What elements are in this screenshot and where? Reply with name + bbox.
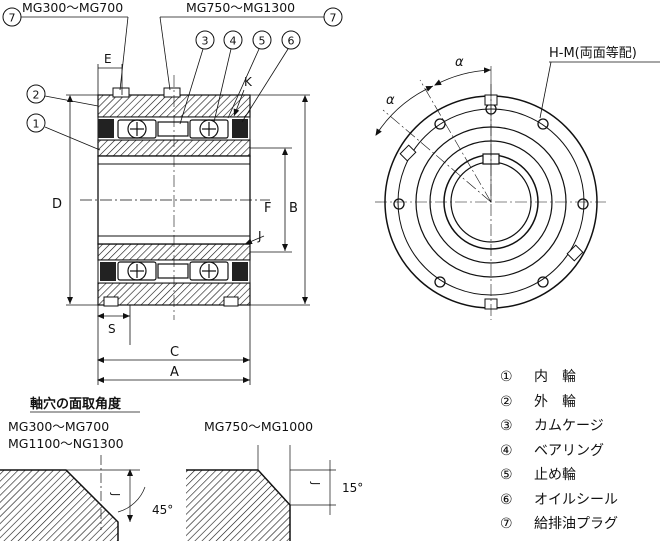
- alpha-label-top: α: [455, 55, 464, 70]
- oil-plug-left: [112, 87, 130, 98]
- legend-name: 外 輪: [534, 393, 576, 410]
- bolt-hole: [393, 198, 405, 210]
- legend-num: ②: [500, 393, 513, 410]
- legend-name: 給排油プラグ: [534, 516, 618, 532]
- svg-text:7: 7: [330, 12, 337, 25]
- svg-text:1: 1: [33, 118, 40, 131]
- oil-seal-right-top: [232, 119, 248, 138]
- bolt-hole: [577, 198, 589, 210]
- svg-text:7: 7: [9, 12, 16, 25]
- legend-num: ①: [500, 369, 513, 385]
- dim-f-label: F: [264, 201, 271, 216]
- svg-text:4: 4: [230, 35, 237, 48]
- oil-plug-center: [163, 87, 181, 98]
- legend-name: ベアリング: [534, 442, 604, 459]
- legend-item: ⑤ 止め輪: [500, 463, 650, 488]
- oil-seal-left-bottom: [100, 262, 116, 281]
- chamfer-left-angle: 45°: [152, 503, 173, 517]
- hm-label: H-M(両面等配): [549, 45, 637, 61]
- chamfer-right-angle: 15°: [342, 481, 363, 495]
- dim-b-label: B: [289, 201, 298, 216]
- legend-item: ③ カムケージ: [500, 414, 650, 439]
- oil-seal-right-bottom: [232, 262, 248, 281]
- legend-item: ② 外 輪: [500, 390, 650, 415]
- dim-j-label: J: [257, 229, 262, 243]
- legend-num: ③: [500, 418, 513, 434]
- parts-legend: ① 内 輪 ② 外 輪 ③ カムケージ ④ ベアリング ⑤ 止め輪 ⑥ オイルシール ⑦ 給排…: [500, 365, 650, 537]
- legend-item: ⑦ 給排油プラグ: [500, 512, 650, 537]
- section-view: D F B E K J S C A MG: [2, 0, 343, 385]
- plug-right: [566, 244, 584, 262]
- legend-name: カムケージ: [534, 418, 604, 434]
- dim-s-label: S: [108, 322, 116, 336]
- legend-item: ① 内 輪: [500, 365, 650, 390]
- oil-plug-bottom-left: [103, 296, 119, 307]
- legend-name: 内 輪: [534, 369, 576, 385]
- svg-text:5: 5: [259, 35, 266, 48]
- chamfer-detail: 軸穴の面取角度 MG300～MG700 MG1100～NG1300 MG750～…: [0, 396, 363, 541]
- bolt-hole: [537, 276, 549, 288]
- dim-e-label: E: [104, 52, 112, 66]
- chamfer-right-j: J: [309, 481, 322, 485]
- legend-num: ④: [500, 442, 513, 459]
- legend-name: オイルシール: [534, 491, 618, 508]
- chamfer-right-title: MG750～MG1000: [204, 419, 313, 434]
- oil-plug-bottom-right: [223, 296, 239, 307]
- legend-item: ⑥ オイルシール: [500, 488, 650, 513]
- bolt-hole: [434, 276, 446, 288]
- front-view: α α H-M(両面等配): [375, 45, 660, 320]
- bolt-hole: [434, 118, 446, 130]
- chamfer-left-line2: MG1100～NG1300: [8, 436, 124, 451]
- chamfer-left-line1: MG300～MG700: [8, 419, 109, 434]
- svg-text:2: 2: [33, 89, 40, 102]
- legend-item: ④ ベアリング: [500, 439, 650, 464]
- legend-num: ⑥: [500, 491, 513, 508]
- dim-c-label: C: [170, 345, 179, 360]
- oil-seal-left-top: [98, 119, 114, 138]
- dim-k-label: K: [244, 75, 253, 89]
- legend-num: ⑤: [500, 467, 513, 483]
- legend-num: ⑦: [500, 516, 513, 532]
- series-left-label: MG300～MG700: [22, 0, 123, 15]
- chamfer-left-j: J: [109, 492, 122, 496]
- dim-d-label: D: [52, 197, 62, 212]
- svg-text:6: 6: [288, 35, 295, 48]
- dim-a-label: A: [170, 365, 179, 380]
- series-right-label: MG750～MG1300: [186, 0, 295, 15]
- bolt-hole: [537, 118, 549, 130]
- alpha-label-left: α: [386, 93, 395, 108]
- legend-name: 止め輪: [534, 467, 576, 483]
- chamfer-title: 軸穴の面取角度: [30, 396, 122, 412]
- svg-text:3: 3: [202, 35, 209, 48]
- plug-left: [399, 144, 417, 162]
